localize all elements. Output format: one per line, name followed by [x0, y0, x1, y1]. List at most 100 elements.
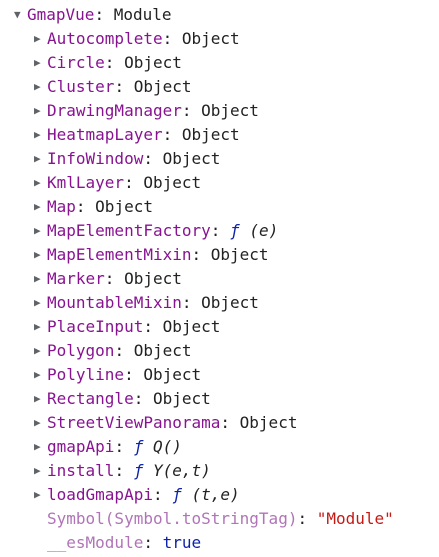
triangle-right-icon[interactable]: ▶ — [34, 200, 41, 213]
property-key-autocomplete: Autocomplete — [47, 29, 163, 48]
triangle-right-icon[interactable]: ▶ — [34, 176, 41, 189]
property-colon: : — [75, 197, 96, 216]
triangle-right-icon[interactable]: ▶ — [34, 416, 41, 429]
property-colon: : — [104, 269, 125, 288]
property-value-autocomplete: Object — [181, 29, 240, 48]
property-key-map-element-mixin: MapElementMixin — [47, 245, 192, 264]
property-key-gmap-api: gmapApi — [47, 437, 115, 456]
triangle-right-icon[interactable]: ▶ — [34, 104, 41, 117]
property-value-heatmap-layer: Object — [181, 125, 240, 144]
function-f-icon: ƒ — [230, 221, 240, 240]
triangle-right-icon[interactable]: ▶ — [34, 152, 41, 165]
property-row-rectangle[interactable]: ▶ Rectangle : Object — [0, 387, 439, 411]
root-key: GmapVue — [27, 5, 95, 24]
property-value-map-element-factory: (e) — [240, 219, 279, 243]
property-key-polygon: Polygon — [47, 341, 115, 360]
property-colon: : — [162, 29, 182, 48]
property-key-cluster: Cluster — [47, 77, 115, 96]
property-value-map: Object — [95, 197, 153, 216]
property-row-map[interactable]: ▶ Map : Object — [0, 195, 439, 219]
property-row-street-view-panorama[interactable]: ▶ StreetViewPanorama : Object — [0, 411, 439, 435]
property-key-marker: Marker — [47, 269, 105, 288]
property-row-circle[interactable]: ▶ Circle : Object — [0, 51, 439, 75]
property-colon: : — [210, 221, 231, 240]
property-row-polyline[interactable]: ▶ Polyline : Object — [0, 363, 439, 387]
property-colon: : — [104, 53, 125, 72]
property-key-street-view-panorama: StreetViewPanorama — [47, 413, 221, 432]
triangle-right-icon[interactable]: ▶ — [34, 224, 41, 237]
property-value-place-input: Object — [162, 317, 221, 336]
property-colon: : — [114, 461, 134, 480]
property-row-gmap-api[interactable]: ▶ gmapApi : ƒ Q() — [0, 435, 439, 459]
property-key-es-module: __esModule — [47, 533, 144, 552]
function-f-icon: ƒ — [172, 485, 182, 504]
property-row-map-element-mixin[interactable]: ▶ MapElementMixin : Object — [0, 243, 439, 267]
function-signature: (e) — [249, 221, 279, 240]
property-colon: : — [191, 245, 211, 264]
property-key-rectangle: Rectangle — [47, 389, 134, 408]
triangle-right-icon[interactable]: ▶ — [34, 440, 41, 453]
triangle-right-icon[interactable]: ▶ — [34, 320, 41, 333]
property-colon: : — [220, 413, 240, 432]
property-value-map-element-mixin: Object — [210, 245, 269, 264]
triangle-right-icon[interactable]: ▶ — [34, 248, 41, 261]
property-value-drawing-manager: Object — [201, 101, 259, 120]
object-tree-root[interactable]: ▼ GmapVue : Module — [0, 3, 439, 27]
property-row-kml-layer[interactable]: ▶ KmlLayer : Object — [0, 171, 439, 195]
function-f-icon: ƒ — [133, 437, 144, 456]
property-colon: : — [143, 533, 163, 552]
property-row-marker[interactable]: ▶ Marker : Object — [0, 267, 439, 291]
triangle-right-icon[interactable]: ▶ — [34, 488, 41, 501]
function-signature: Q() — [152, 437, 182, 456]
property-value-info-window: Object — [162, 149, 221, 168]
property-colon: : — [143, 149, 163, 168]
triangle-right-icon[interactable]: ▶ — [34, 464, 41, 477]
triangle-right-icon[interactable]: ▶ — [34, 56, 41, 69]
property-value-load-gmap-api: (t,e) — [182, 483, 240, 507]
property-value-street-view-panorama: Object — [239, 413, 298, 432]
property-key-place-input: PlaceInput — [47, 317, 144, 336]
property-value-circle: Object — [124, 53, 182, 72]
property-row-install[interactable]: ▶ install : ƒ Y(e,t) — [0, 459, 439, 483]
property-row-drawing-manager[interactable]: ▶ DrawingManager : Object — [0, 99, 439, 123]
property-colon: : — [114, 77, 134, 96]
property-row-info-window[interactable]: ▶ InfoWindow : Object — [0, 147, 439, 171]
triangle-right-icon[interactable]: ▶ — [34, 128, 41, 141]
property-row-map-element-factory[interactable]: ▶ MapElementFactory : ƒ (e) — [0, 219, 439, 243]
property-key-circle: Circle — [47, 53, 105, 72]
property-key-map: Map — [47, 197, 76, 216]
property-row-cluster[interactable]: ▶ Cluster : Object — [0, 75, 439, 99]
property-row-autocomplete[interactable]: ▶ Autocomplete : Object — [0, 27, 439, 51]
property-key-kml-layer: KmlLayer — [47, 173, 125, 192]
root-value: Module — [113, 5, 172, 24]
triangle-right-icon[interactable]: ▶ — [34, 368, 41, 381]
property-colon: : — [133, 389, 153, 408]
property-row-place-input[interactable]: ▶ PlaceInput : Object — [0, 315, 439, 339]
property-key-polyline: Polyline — [47, 365, 125, 384]
triangle-right-icon[interactable]: ▶ — [34, 392, 41, 405]
property-row-heatmap-layer[interactable]: ▶ HeatmapLayer : Object — [0, 123, 439, 147]
property-colon: : — [181, 101, 202, 120]
property-row-load-gmap-api[interactable]: ▶ loadGmapApi : ƒ (t,e) — [0, 483, 439, 507]
property-row-symbol-to-string-tag: Symbol(Symbol.toStringTag) : "Module" — [0, 507, 439, 531]
triangle-right-icon[interactable]: ▶ — [34, 32, 41, 45]
property-colon: : — [297, 509, 317, 528]
property-colon: : — [162, 125, 182, 144]
triangle-right-icon[interactable]: ▶ — [34, 272, 41, 285]
property-value-kml-layer: Object — [143, 173, 202, 192]
triangle-right-icon[interactable]: ▶ — [34, 80, 41, 93]
property-value-symbol-to-string-tag: "Module" — [316, 509, 394, 528]
property-colon: : — [124, 365, 144, 384]
property-value-install: Y(e,t) — [143, 459, 211, 483]
property-key-install: install — [47, 461, 115, 480]
property-row-polygon[interactable]: ▶ Polygon : Object — [0, 339, 439, 363]
triangle-right-icon[interactable]: ▶ — [34, 296, 41, 309]
property-value-polygon: Object — [133, 341, 192, 360]
property-row-mountable-mixin[interactable]: ▶ MountableMixin : Object — [0, 291, 439, 315]
property-value-polyline: Object — [143, 365, 202, 384]
property-key-load-gmap-api: loadGmapApi — [47, 485, 153, 504]
triangle-right-icon[interactable]: ▶ — [34, 344, 41, 357]
property-colon: : — [152, 485, 173, 504]
triangle-down-icon[interactable]: ▼ — [14, 8, 21, 21]
